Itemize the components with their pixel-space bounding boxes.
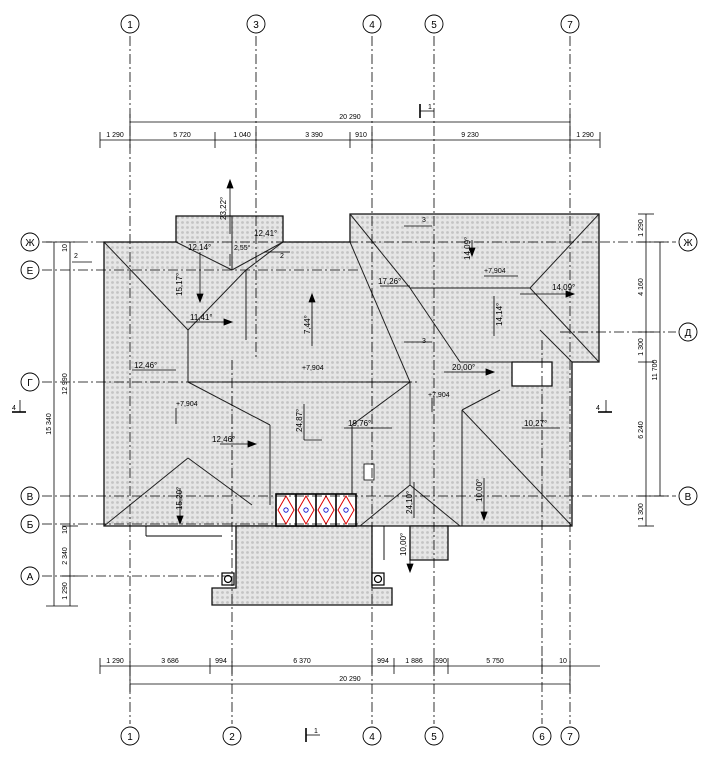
slope-label: 10,00° [475, 479, 484, 502]
slope-label: 7,44° [303, 315, 312, 334]
dim-left-inner-1: 10 [62, 244, 69, 252]
axis-bottom-7: 7 [567, 732, 573, 743]
slope-label: 10,27° [524, 419, 547, 428]
roof-labels: 23,22° 12,14° 12,41° 2,55° 15,17° 11,41°… [134, 197, 575, 556]
axis-left-e: Е [27, 266, 34, 277]
axis-bottom-1: 1 [127, 732, 133, 743]
slope-label: 15,20° [175, 487, 184, 510]
dim-left-outer: 15 340 [46, 413, 53, 435]
slope-label: 23,22° [219, 197, 228, 220]
axis-bottom-6: 6 [539, 732, 545, 743]
dim-top-seg-3: 1 040 [233, 132, 251, 139]
dim-right-seg-5: 1 300 [638, 503, 645, 521]
roof-areas [103, 213, 600, 606]
slope-label: 17,26° [378, 277, 401, 286]
slope-label: 14,14° [495, 303, 504, 326]
axis-right-v: В [685, 492, 692, 503]
dim-left-inner-5: 1 290 [62, 582, 69, 600]
dim-right-total: 11 700 [652, 359, 659, 380]
dim-bottom-seg-8: 5 750 [486, 658, 504, 665]
dim-bottom-seg-6: 1 886 [405, 658, 423, 665]
section-mark-right: 4 [596, 405, 600, 412]
slope-label: 24,10° [405, 491, 414, 514]
slope-label: 11,41° [190, 313, 213, 322]
dim-right-seg-4: 6 240 [638, 421, 645, 439]
dim-right-seg-1: 1 290 [638, 219, 645, 237]
dim-bottom-seg-4: 6 370 [293, 658, 311, 665]
axis-left-b: Б [27, 520, 34, 531]
slope-label: 24,87° [295, 409, 304, 432]
dim-bottom-seg-9: 10 [559, 658, 567, 665]
dim-bottom-seg-7: 590 [435, 658, 447, 665]
slope-label: 12,46° [212, 435, 235, 444]
skylights [145, 463, 385, 586]
dim-right-seg-2: 4 160 [638, 278, 645, 296]
dim-bottom-seg-1: 1 290 [106, 658, 124, 665]
axis-top-5: 5 [431, 20, 437, 31]
dimension-texts: 20 290 1 290 5 720 1 040 3 390 910 9 230… [46, 114, 659, 683]
slope-label: 14,09° [463, 237, 472, 260]
dim-top-seg-6: 9 230 [461, 132, 479, 139]
axis-right-zh: Ж [683, 238, 693, 249]
axis-left-g: Г [27, 378, 33, 389]
axis-left-a: А [27, 572, 34, 583]
dim-top-seg-1: 1 290 [106, 132, 124, 139]
slope-label: 19,76° [348, 419, 371, 428]
axis-top-4: 4 [369, 20, 375, 31]
slope-label: 14,09° [552, 283, 575, 292]
roof-cutout [511, 361, 553, 387]
elevation-label: +7,904 [176, 401, 198, 408]
axis-bottom-2: 2 [229, 732, 235, 743]
axis-right-d: Д [685, 328, 692, 339]
elevation-label: +7,904 [302, 365, 324, 372]
axis-top-3: 3 [253, 20, 259, 31]
dim-bottom-seg-5: 994 [377, 658, 389, 665]
roof-porch-centre [211, 525, 393, 606]
slope-label: 20,00° [452, 363, 475, 372]
axis-bubbles: 1 3 4 5 7 1 2 4 5 6 7 Ж Е Г В Б А Ж Д В [20, 14, 698, 746]
axis-top-1: 1 [127, 20, 133, 31]
slope-label: 15,17° [175, 273, 184, 296]
dim-top-seg-5: 910 [355, 132, 367, 139]
section-mark-small: 2 [74, 253, 78, 260]
section-mark-small: 3 [422, 338, 426, 345]
section-mark-small: 3 [422, 217, 426, 224]
dimension-lines [46, 114, 668, 692]
slope-label: 10,00° [399, 533, 408, 556]
axis-left-zh: Ж [25, 238, 35, 249]
slope-label: 2,55° [234, 244, 251, 252]
section-mark-left: 4 [12, 405, 16, 412]
dim-top-total: 20 290 [339, 114, 361, 121]
axis-top-7: 7 [567, 20, 573, 31]
slope-label: 12,41° [254, 229, 277, 238]
elevation-label: +7,904 [484, 268, 506, 275]
section-mark-small: 2 [280, 253, 284, 260]
slope-label: 12,46° [134, 361, 157, 370]
elevation-label: +7,904 [428, 392, 450, 399]
dim-top-seg-4: 3 390 [305, 132, 323, 139]
dim-left-inner-2: 12 990 [62, 373, 69, 395]
dim-right-seg-3: 1 300 [638, 338, 645, 356]
slope-arrows [72, 178, 576, 574]
axis-bottom-4: 4 [369, 732, 375, 743]
axis-bottom-5: 5 [431, 732, 437, 743]
section-marks: 1 1 4 4 2 2 3 3 [12, 104, 612, 742]
section-mark-bottom: 1 [314, 728, 318, 735]
dim-top-seg-2: 5 720 [173, 132, 191, 139]
dim-bottom-seg-2: 3 686 [161, 658, 179, 665]
dim-bottom-seg-3: 994 [215, 658, 227, 665]
section-mark-top: 1 [428, 104, 432, 111]
roof-porch-right [409, 525, 449, 561]
dim-bottom-total: 20 290 [339, 676, 361, 683]
dim-left-inner-3: 10 [62, 526, 69, 534]
dim-left-inner-4: 2 340 [62, 547, 69, 565]
dim-top-seg-7: 1 290 [576, 132, 594, 139]
slope-label: 12,14° [188, 243, 211, 252]
axis-left-v: В [27, 492, 34, 503]
